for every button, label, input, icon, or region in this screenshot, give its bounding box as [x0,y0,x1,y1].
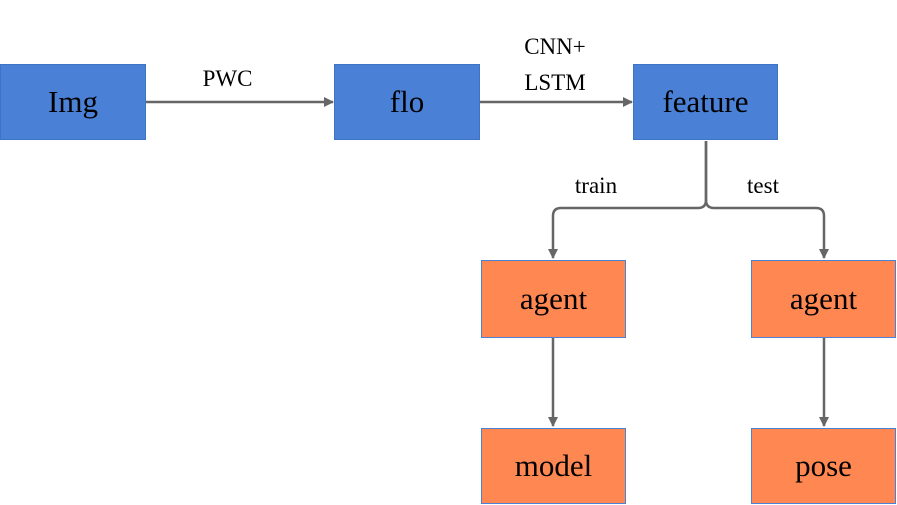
edge-label-pwc: PWC [202,66,253,91]
node-model: model [481,428,626,504]
node-pose: pose [751,428,896,504]
arrow-feature-to-agent-test [704,141,829,259]
node-agent-train: agent [481,260,626,338]
node-flo: flo [334,64,480,140]
node-img: Img [0,64,146,140]
edge-label-test: test [747,173,779,198]
edge-label-train: train [574,173,618,198]
edge-label-lstm: LSTM [524,70,586,95]
node-agent-test: agent [751,260,896,338]
arrow-feature-to-agent-train [548,141,708,259]
node-feature: feature [633,64,778,140]
edge-label-cnn: CNN+ [524,34,586,59]
